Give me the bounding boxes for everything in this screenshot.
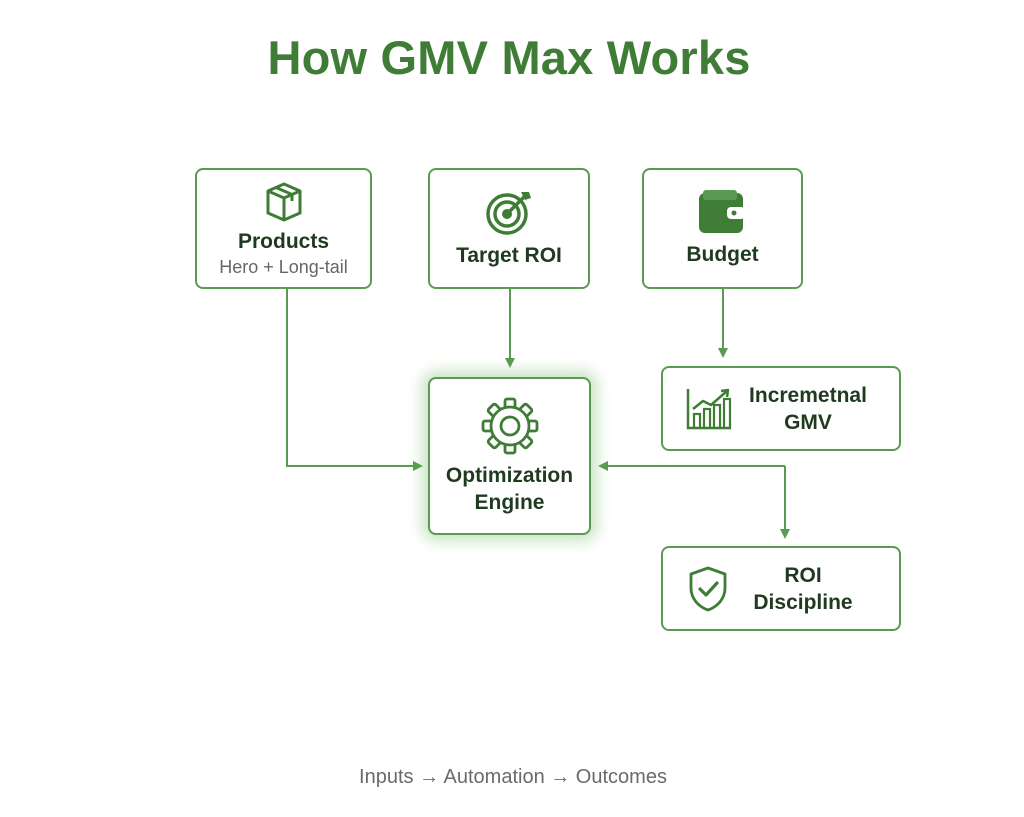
optimization-engine-node: Optimization Engine (428, 377, 591, 535)
products-sublabel: Hero + Long-tail (219, 256, 348, 277)
incremental-gmv-label-line2: GMV (784, 410, 832, 434)
roi-discipline-label: ROI Discipline (729, 562, 877, 616)
target-roi-node: Target ROI (428, 168, 590, 289)
incremental-gmv-node: Incremetnal GMV (661, 366, 901, 451)
diagram-title: How GMV Max Works (267, 31, 751, 84)
arrow-products-to-engine (286, 289, 423, 471)
gear-icon (481, 397, 538, 455)
shield-check-icon (689, 566, 727, 611)
wallet-icon (698, 190, 745, 233)
engine-label-line2: Engine (474, 491, 545, 514)
budget-label: Budget (686, 243, 759, 266)
target-icon (486, 192, 531, 235)
roi-discipline-label-line1: ROI (784, 563, 822, 587)
box-icon (266, 182, 301, 221)
products-label: Products (237, 229, 329, 253)
incremental-gmv-label: Incremetnal GMV (733, 382, 883, 436)
budget-node: Budget (642, 168, 803, 289)
products-node: Products Hero + Long-tail (195, 168, 372, 289)
target-roi-label: Target ROI (456, 244, 562, 267)
roi-discipline-label-line2: Discipline (753, 590, 853, 614)
engine-label-line1: Optimization (445, 464, 574, 487)
footer-caption: Inputs → Automation → Outcomes (359, 766, 667, 788)
bar-chart-growth-icon (686, 388, 732, 429)
incremental-gmv-label-line1: Incremetnal (749, 383, 867, 407)
roi-discipline-node: ROI Discipline (661, 546, 901, 631)
